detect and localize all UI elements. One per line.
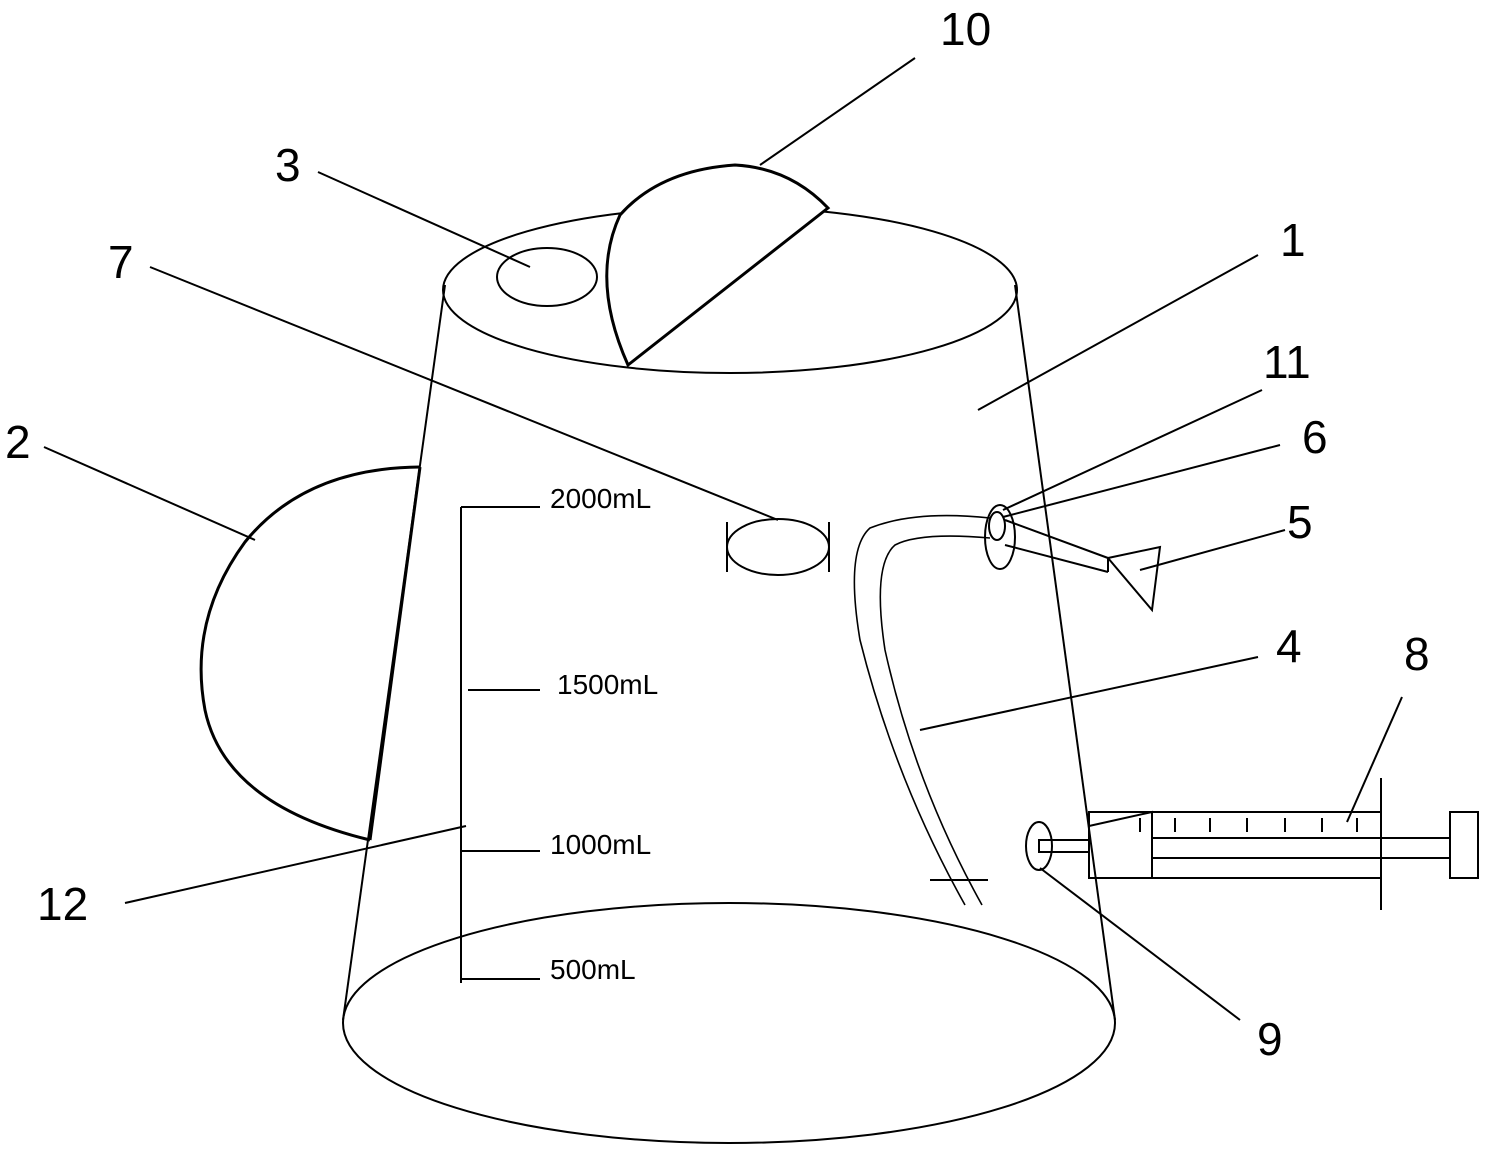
volume-scale: 2000mL 1500mL 1000mL 500mL [461, 483, 658, 985]
leader-2 [44, 447, 255, 540]
leader-1 [978, 255, 1258, 410]
leader-4 [920, 657, 1258, 730]
syringe-plunger-cap [1450, 812, 1478, 878]
scale-label-500: 500mL [550, 954, 636, 985]
numeral-2: 2 [5, 416, 31, 468]
leader-3 [318, 172, 530, 267]
scale-label-1500: 1500mL [557, 669, 658, 700]
syringe-barrel [1089, 812, 1381, 878]
leader-12 [125, 826, 466, 903]
internal-tube [854, 516, 990, 905]
numeral-11: 11 [1263, 336, 1311, 388]
numeral-10: 10 [940, 3, 991, 55]
numeral-4: 4 [1276, 620, 1302, 672]
reference-numerals: 1 2 3 4 5 6 7 8 9 10 11 12 [5, 3, 1430, 1065]
leader-9 [1040, 868, 1240, 1020]
leader-5 [1140, 530, 1285, 570]
numeral-8: 8 [1404, 628, 1430, 680]
numeral-9: 9 [1257, 1013, 1283, 1065]
container-body [343, 207, 1115, 1143]
numeral-3: 3 [275, 139, 301, 191]
small-top-opening [497, 248, 597, 306]
container-right-side [1015, 285, 1115, 1020]
scale-label-1000: 1000mL [550, 829, 651, 860]
lid-flap [607, 165, 828, 365]
funnel-nozzle [1005, 520, 1160, 610]
numeral-5: 5 [1287, 496, 1313, 548]
scale-label-2000: 2000mL [550, 483, 651, 514]
numeral-1: 1 [1280, 214, 1306, 266]
container-bottom-rim [343, 903, 1115, 1143]
leader-8 [1347, 697, 1402, 822]
numeral-12: 12 [37, 878, 88, 930]
indicator-window [727, 519, 829, 575]
numeral-7: 7 [108, 236, 134, 288]
numeral-6: 6 [1302, 411, 1328, 463]
port-inner-ring [989, 512, 1005, 540]
leader-6 [1003, 445, 1280, 517]
syringe-needle-tip [1039, 840, 1089, 852]
leader-11 [1003, 390, 1262, 510]
leader-10 [760, 58, 915, 165]
syringe-graduations [1140, 818, 1357, 832]
syringe [1039, 778, 1478, 910]
side-handle [201, 467, 420, 840]
